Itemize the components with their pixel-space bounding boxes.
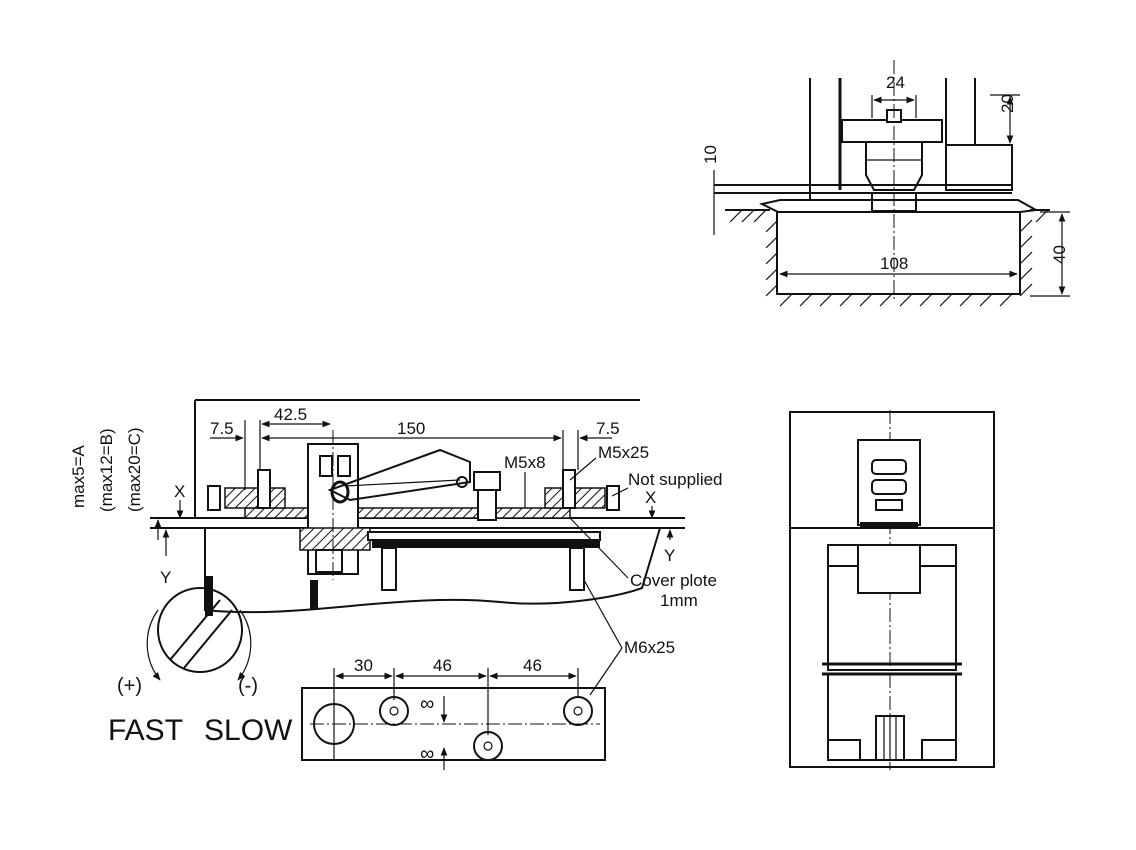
dim-108: 108 xyxy=(880,254,908,273)
dim-24: 24 xyxy=(886,73,905,92)
label-slow: SLOW xyxy=(204,714,293,747)
dim-30: 30 xyxy=(354,656,373,675)
dim-7-5-right: 7.5 xyxy=(596,419,620,438)
label-max-b: (max12=B) xyxy=(97,428,116,512)
dim-40: 40 xyxy=(1050,245,1069,264)
label-max-c: (max20=C) xyxy=(125,427,144,512)
label-m5x8: M5x8 xyxy=(504,453,546,472)
label-cover-plate: Cover plote xyxy=(630,571,717,590)
label-inf-bottom: ∞ xyxy=(420,743,434,765)
label-y-left: Y xyxy=(160,568,171,587)
mounting-plate: 30 46 46 ∞ ∞ xyxy=(301,656,606,770)
label-m5x25: M5x25 xyxy=(598,443,649,462)
dim-20: 20 xyxy=(998,94,1017,113)
speed-adjustment: (+) (-) FAST SLOW xyxy=(108,587,293,747)
label-y-right: Y xyxy=(664,546,675,565)
label-x-left: X xyxy=(174,482,185,501)
label-minus: (-) xyxy=(238,675,258,697)
dim-10: 10 xyxy=(701,145,720,164)
label-m6x25: M6x25 xyxy=(624,638,675,657)
label-plus: (+) xyxy=(117,675,142,697)
dim-150: 150 xyxy=(397,419,425,438)
label-not-supplied: Not supplied xyxy=(628,470,723,489)
dim-42-5: 42.5 xyxy=(274,405,307,424)
side-view: 7.5 42.5 150 7.5 M5x8 M5x25 Not supplied… xyxy=(69,399,723,696)
label-fast: FAST xyxy=(108,714,183,747)
label-inf-top: ∞ xyxy=(420,693,434,715)
top-section-view: 24 20 10 108 40 xyxy=(701,60,1070,307)
dim-7-5-left: 7.5 xyxy=(210,419,234,438)
label-max-a: max5=A xyxy=(69,445,88,508)
label-x-right: X xyxy=(645,488,656,507)
dim-46-b: 46 xyxy=(523,656,542,675)
label-cover-plate-1mm: 1mm xyxy=(660,591,698,610)
dim-46-a: 46 xyxy=(433,656,452,675)
front-view xyxy=(789,410,995,770)
